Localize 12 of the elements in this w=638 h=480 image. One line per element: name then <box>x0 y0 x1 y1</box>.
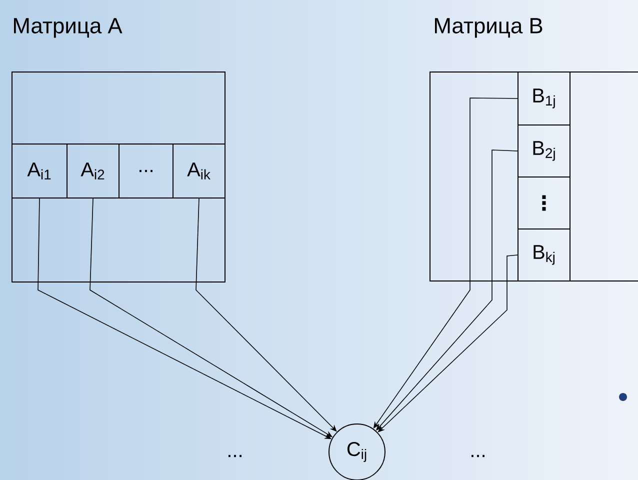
matrix-cell: B$_{1j}$ <box>518 72 570 126</box>
matrix-cell: ... <box>118 144 174 198</box>
node-label: Матрица A <box>14 18 122 38</box>
ellipsis: ... <box>472 454 484 458</box>
matrix-cell: A$_{ik}$ <box>172 144 226 198</box>
matrix-cell: B$_{2j}$ <box>518 124 570 178</box>
matrix-cell: ⋮ <box>518 176 570 230</box>
matrix-cell: A$_{i1}$ <box>12 144 68 198</box>
ellipsis: ... <box>228 454 242 458</box>
node-label: Матрица B <box>435 18 542 38</box>
matrix-cell: A$_{i2}$ <box>66 144 120 198</box>
matrix-cell: B$_{kj}$ <box>518 228 570 282</box>
